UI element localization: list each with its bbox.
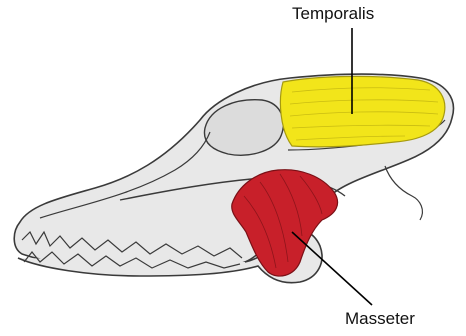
temporalis-label: Temporalis: [292, 4, 374, 24]
masseter-label: Masseter: [345, 309, 415, 329]
occipital-line: [385, 166, 422, 220]
